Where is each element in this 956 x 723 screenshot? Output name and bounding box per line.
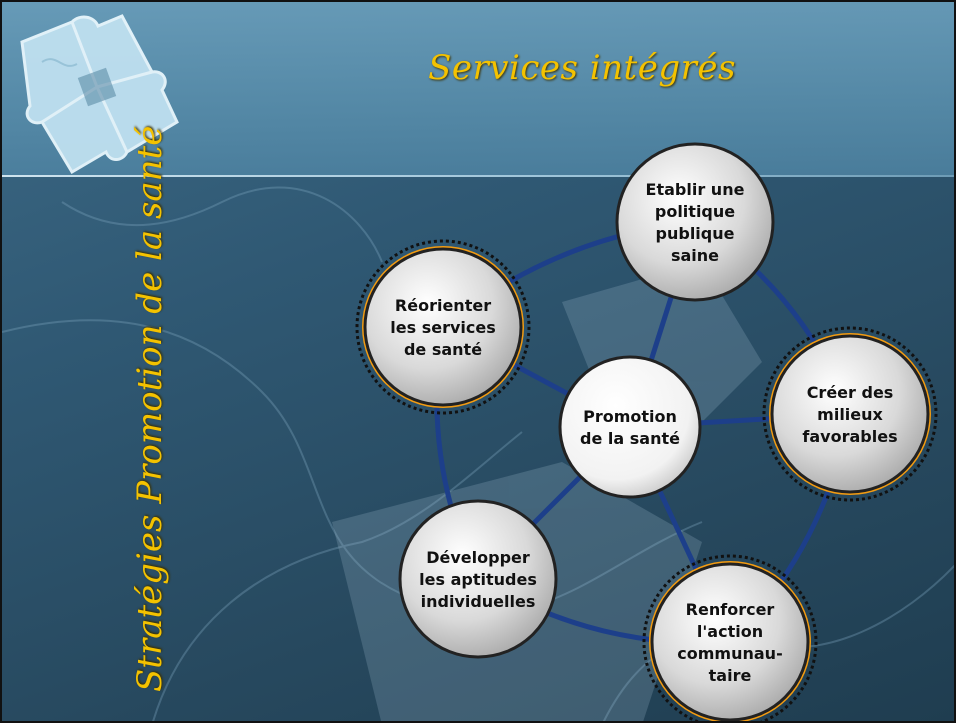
node-services-label-line: de santé [404,340,482,359]
node-politique-circle [615,142,775,302]
node-action-dotted-outline [642,554,818,721]
node-aptitudes-label-line: les aptitudes [419,570,537,589]
puzzle-logo-icon [20,14,179,175]
node-milieux-dotted-outline [762,326,938,502]
node-action-label-line: Renforcer [686,600,775,619]
node-aptitudes-label-line: individuelles [421,592,536,611]
node-action: Renforcer l'action communau-taire [642,554,818,721]
node-services-label-line: les services [390,318,495,337]
node-services: Réorienter les services de santé [355,239,531,415]
node-services-dotted-outline [355,239,531,415]
node-aptitudes-label-line: Développer [426,548,530,567]
node-milieux: Créer des milieux favorables [762,326,938,502]
node-milieux-circle [770,334,930,494]
node-action-circle [650,562,810,721]
node-politique-label-line: Etablir une [646,180,745,199]
node-milieux-label-line: Créer des [807,383,894,402]
node-action-label-line: l'action [697,622,763,641]
node-aptitudes: Développer les aptitudes individuelles [398,499,558,659]
node-politique: Etablir une politique publique saine [615,142,775,302]
node-services-circle [363,247,523,407]
node-center-circle [558,355,702,499]
node-center-label-line: de la santé [580,429,680,448]
node-milieux-label-line: milieux [817,405,883,424]
node-aptitudes-circle [398,499,558,659]
node-politique-label-line: saine [671,246,719,265]
node-center-label-line: Promotion [583,407,677,426]
node-action-label-line: communau- [677,644,782,663]
node-action-label-line: taire [709,666,752,685]
slide-title: Services intégrés [428,48,736,88]
node-milieux-label-line: favorables [802,427,897,446]
node-politique-label-line: publique [656,224,735,243]
node-services-label-line: Réorienter [395,296,491,315]
header-divider [2,175,954,177]
node-center: Promotion de la santé [558,355,702,499]
node-politique-label-line: politique [655,202,735,221]
